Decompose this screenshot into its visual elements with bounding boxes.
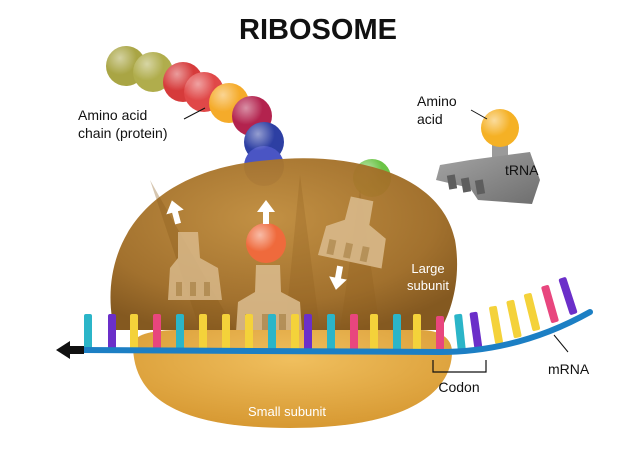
nucleotide xyxy=(176,314,184,352)
large-subunit-label: Large xyxy=(411,261,444,276)
nucleotide xyxy=(393,314,401,352)
nucleotide xyxy=(108,314,116,352)
up-arrow-icon xyxy=(257,200,275,224)
trna-label: tRNA xyxy=(505,162,539,178)
nucleotide xyxy=(304,314,312,352)
nucleotide xyxy=(153,314,161,352)
nucleotide xyxy=(268,314,276,352)
nucleotide xyxy=(84,314,92,352)
amino-acid-leader-line xyxy=(470,109,488,120)
trna-incoming xyxy=(317,196,386,269)
codon-bracket xyxy=(432,360,487,373)
nucleotide xyxy=(222,314,230,352)
amino-chain-label: Amino acid xyxy=(78,107,147,123)
nucleotide xyxy=(454,313,466,353)
nucleotide xyxy=(199,314,207,352)
amino-acid-chain xyxy=(106,46,284,186)
page-title: RIBOSOME xyxy=(239,14,397,46)
nucleotide xyxy=(291,314,299,352)
nucleotide xyxy=(469,311,483,351)
amino-acid-label: Amino xyxy=(417,93,457,109)
nucleotide xyxy=(327,314,335,352)
codon-label: Codon xyxy=(438,379,479,395)
mrna-strand xyxy=(77,309,593,356)
nucleotide xyxy=(130,314,138,352)
amino-chain-label: chain (protein) xyxy=(78,125,168,141)
nucleotide xyxy=(436,316,444,354)
mrna-leader-line xyxy=(553,334,569,353)
trna-exit-site xyxy=(168,232,222,300)
nucleotide xyxy=(245,314,253,352)
nucleotide xyxy=(489,305,503,345)
down-arrow-icon xyxy=(329,265,347,290)
small-subunit-label: Small subunit xyxy=(248,404,326,419)
nucleotide xyxy=(370,314,378,352)
nucleotide xyxy=(506,299,522,339)
nucleotide xyxy=(558,277,578,315)
free-trna xyxy=(436,138,540,204)
mrna-direction-arrow-icon xyxy=(56,341,84,359)
nucleotide xyxy=(350,314,358,352)
mrna-nucleotides xyxy=(84,277,578,354)
mrna-label: mRNA xyxy=(548,361,590,377)
amino-acid-label: acid xyxy=(417,111,443,127)
nucleotide xyxy=(413,314,421,352)
nucleotide xyxy=(541,285,559,323)
amino-chain-leader-line xyxy=(183,107,206,120)
exit-arrow-icon xyxy=(166,200,184,225)
nucleotide xyxy=(523,293,541,331)
large-subunit-label: subunit xyxy=(407,278,449,293)
